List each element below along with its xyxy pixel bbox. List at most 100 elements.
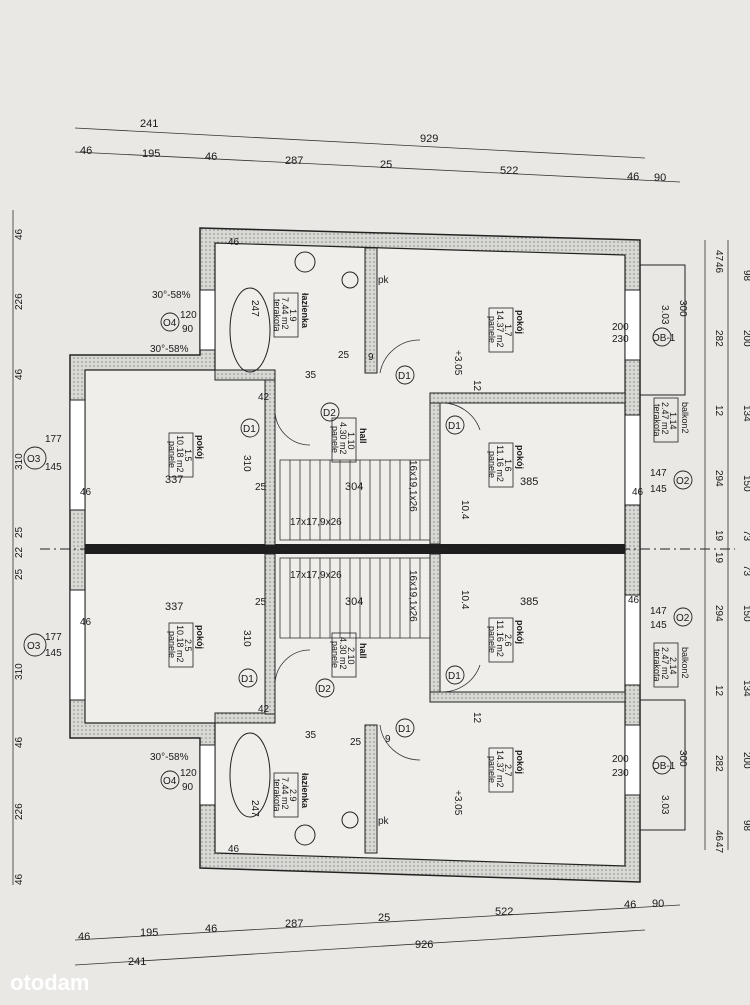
win-147-upper: 147 — [650, 468, 667, 479]
dim-right-73a: 73 — [741, 530, 750, 542]
dim-right-150a: 150 — [741, 475, 750, 492]
dim-46-right-lower: 46 — [628, 595, 640, 606]
sym-d1: D1 — [398, 371, 411, 382]
dim-rin-47a: 47 — [713, 250, 724, 262]
dim-top-929: 929 — [420, 133, 438, 145]
watermark-logo: otodam — [10, 970, 89, 995]
roof-num2-upper: 90 — [182, 324, 194, 335]
level-balcony-lower: 3.03 — [659, 795, 670, 815]
dim-25-lower: 25 — [350, 737, 362, 748]
sym-d2: D2 — [323, 408, 336, 419]
dim-right-200b: 200 — [741, 752, 750, 769]
dim-bot-287: 287 — [285, 918, 303, 930]
dim-rin-294b: 294 — [713, 605, 724, 622]
room-area: 11.16 m2 — [495, 620, 505, 657]
room-finish: panele — [487, 756, 497, 783]
room-label-2-6: pokój 2.6 11.16 m2 panele — [487, 617, 525, 663]
room-name: pokój — [515, 445, 525, 469]
room-area: 14.37 m2 — [495, 750, 505, 788]
sym-d1: D1 — [448, 671, 461, 682]
dim-337-upper: 337 — [165, 474, 183, 486]
dim-rin-282a: 282 — [713, 330, 724, 347]
room-name: balkon2 — [680, 402, 690, 434]
room-area: 7.44 m2 — [280, 777, 290, 810]
room-finish: panele — [487, 316, 497, 343]
room-finish: terakota — [652, 649, 662, 682]
exterior-walls — [69, 227, 641, 883]
dim-rin-294a: 294 — [713, 470, 724, 487]
win-145-left-upper: 145 — [45, 462, 62, 473]
room-area: 7.44 m2 — [280, 297, 290, 330]
dim-bot-46a: 46 — [78, 931, 90, 943]
dim-top-522: 522 — [500, 165, 518, 177]
win-230-upper: 230 — [612, 334, 629, 345]
win-230-lower: 230 — [612, 768, 629, 779]
room-number: 2.14 — [668, 657, 678, 675]
dim-left-25b: 25 — [14, 568, 25, 580]
room-name: pokój — [515, 310, 525, 334]
room-finish: terakota — [272, 779, 282, 812]
room-number: 2.7 — [503, 764, 513, 777]
room-label-1-10: hall 1.10 4.30 m2 panele — [330, 417, 368, 463]
room-name: pokój — [195, 625, 205, 649]
dim-top-46b: 46 — [205, 151, 217, 163]
left-dimension-labels: 46 226 46 310 25 22 25 310 46 226 46 — [14, 228, 25, 885]
dim-bot-25: 25 — [378, 912, 390, 924]
room-number: 2.5 — [183, 639, 193, 652]
interior-walls — [214, 247, 626, 854]
sym-o2: O2 — [676, 613, 690, 624]
dim-rin-19b: 19 — [713, 552, 724, 564]
sym-d1: D1 — [448, 421, 461, 432]
dim-rin-19a: 19 — [713, 530, 724, 542]
bathtubs — [229, 251, 359, 846]
dim-bot-46b: 46 — [205, 923, 217, 935]
right-dimension-lines — [704, 240, 729, 850]
room-finish: panele — [330, 641, 340, 668]
dim-46-bottom: 46 — [228, 844, 240, 855]
room-area: 4.30 m2 — [338, 637, 348, 670]
dim-310-lower: 310 — [241, 630, 252, 647]
level-lower: +3.05 — [452, 790, 463, 816]
room-label-1-5: pokój 1.5 10.18 m2 panele — [167, 432, 205, 478]
room-label-1-7: pokój 1.7 14.37 m2 panele — [487, 307, 525, 353]
room-name: łazienka — [300, 773, 310, 809]
room-label-1-9: łazienka 1.9 7.44 m2 terakota — [272, 292, 310, 338]
dim-left-46c: 46 — [14, 736, 25, 748]
room-area: 2.47 m2 — [660, 402, 670, 435]
sym-o4: O4 — [163, 776, 177, 787]
dim-bot-522: 522 — [495, 906, 513, 918]
sym-d1: D1 — [241, 674, 254, 685]
dim-304-upper: 304 — [345, 481, 363, 493]
dim-rin-282b: 282 — [713, 755, 724, 772]
dim-385-upper: 385 — [520, 476, 538, 488]
dim-top-287: 287 — [285, 155, 303, 167]
room-label-2-9: łazienka 2.9 7.44 m2 terakota — [272, 772, 310, 818]
dim-12-upper: 12 — [471, 380, 482, 392]
dim-310-upper: 310 — [241, 455, 252, 472]
room-number: 1.5 — [183, 449, 193, 462]
balconies — [639, 264, 686, 831]
dim-bot-46c: 46 — [624, 899, 636, 911]
dim-right-200a: 200 — [741, 330, 750, 347]
bottom-dimension-labels: 46 195 46 287 25 522 46 90 241 926 — [78, 898, 664, 968]
room-number: 2.10 — [346, 647, 356, 665]
sym-d2: D2 — [318, 684, 331, 695]
bottom-dimension-lines — [74, 904, 681, 966]
dim-300-upper: 300 — [677, 300, 688, 317]
dim-9-upper: 9 — [368, 352, 374, 363]
dim-25-left-upper: 25 — [255, 482, 267, 493]
room-area: 10.18 m2 — [175, 625, 185, 663]
sym-ob1: OB-1 — [652, 761, 676, 772]
room-finish: terakota — [652, 404, 662, 437]
top-dimension-lines — [74, 127, 681, 183]
sym-o3: O3 — [27, 454, 41, 465]
room-finish: panele — [167, 441, 177, 468]
win-145-lower: 145 — [650, 620, 667, 631]
dim-right-98b: 98 — [741, 820, 750, 832]
stairs-label-upper: 17x17,9x26 — [290, 517, 342, 528]
room-name: pokój — [515, 750, 525, 774]
room-name: hall — [358, 643, 368, 659]
roof-angle-lower: 30°-58% — [150, 752, 189, 763]
room-label-2-10: hall 2.10 4.30 m2 panele — [330, 632, 368, 678]
room-area: 2.47 m2 — [660, 647, 670, 680]
